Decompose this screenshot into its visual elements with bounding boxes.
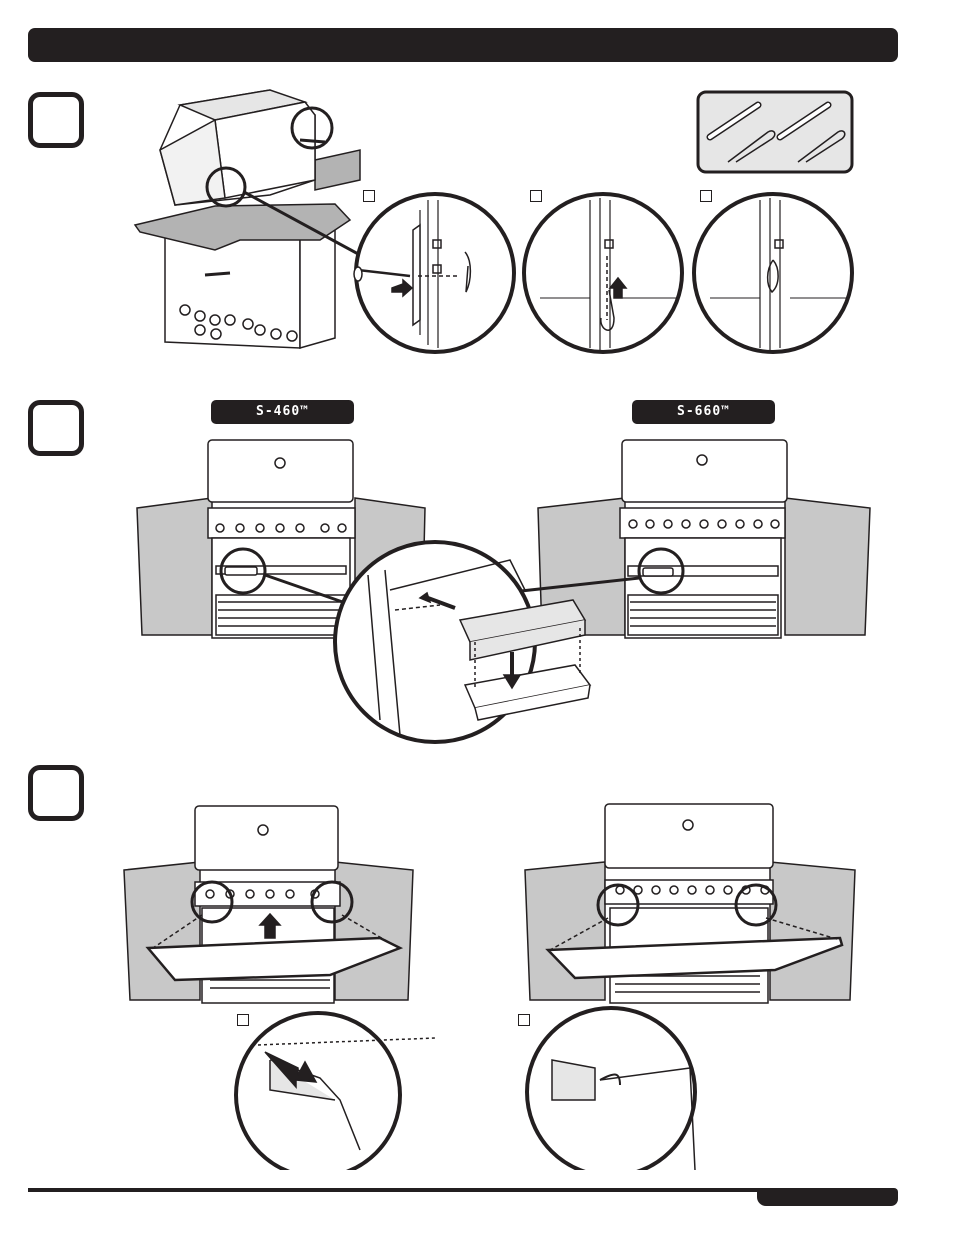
step-3-right-grill: [525, 804, 855, 1170]
hardware-parts-box: [698, 92, 852, 172]
step-2-illustration: [130, 430, 875, 750]
step-2-left-model-label: S-460™: [211, 400, 354, 424]
step-1-number-box: [28, 92, 84, 148]
zoom-circle-c: [694, 194, 852, 352]
step-3-illustration: [120, 800, 865, 1170]
header-bar: [28, 28, 898, 62]
step-3-left-grill: [124, 806, 435, 1170]
footer-page-tab: [757, 1188, 898, 1206]
step-2-right-model-label: S-660™: [632, 400, 775, 424]
step-3-number-box: [28, 765, 84, 821]
zoom-circle-a: [354, 194, 514, 352]
step-2-number-box: [28, 400, 84, 456]
footer-rule: [28, 1188, 788, 1192]
zoom-circle-b: [524, 194, 682, 352]
step-1-illustration: [120, 80, 880, 370]
